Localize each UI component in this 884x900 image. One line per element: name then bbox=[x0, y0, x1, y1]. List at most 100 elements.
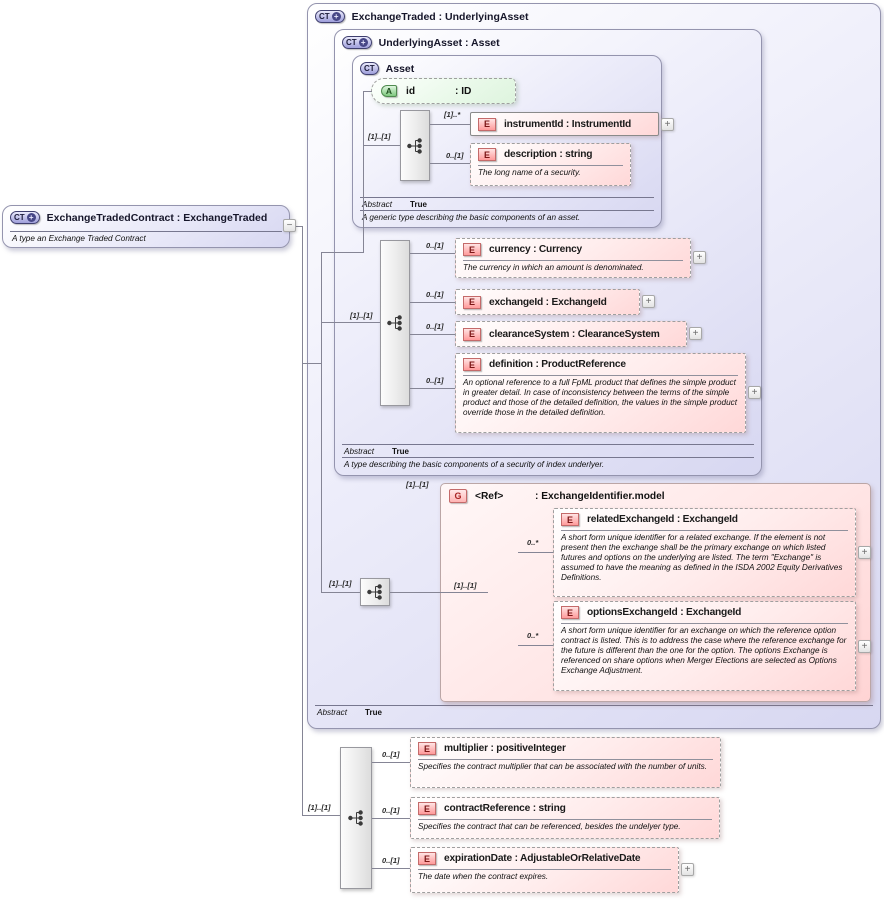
element-annotation: A short form unique identifier for a rel… bbox=[561, 533, 843, 582]
complex-type-box-exchange-traded-contract: CT+ ExchangeTradedContract : ExchangeTra… bbox=[2, 205, 290, 248]
connector-line bbox=[518, 552, 553, 553]
abstract-label: Abstract bbox=[317, 708, 348, 717]
sequence-icon bbox=[366, 584, 382, 600]
abstract-value: True bbox=[410, 200, 427, 209]
element-title: definition : ProductReference bbox=[489, 359, 626, 370]
connector-line bbox=[363, 145, 400, 146]
connector-line bbox=[302, 226, 303, 816]
element-title: contractReference : string bbox=[444, 803, 566, 814]
element-icon: E bbox=[418, 802, 436, 815]
derived-plus-icon: + bbox=[358, 38, 368, 47]
cardinality-label: 0..[1] bbox=[382, 856, 400, 865]
abstract-row: Abstract True bbox=[360, 197, 654, 210]
element-title: description : string bbox=[504, 149, 593, 160]
cardinality-label: [1]..[1] bbox=[368, 132, 391, 141]
cardinality-label: 0..[1] bbox=[382, 806, 400, 815]
complex-type-icon-label: CT bbox=[319, 12, 330, 21]
element-icon: E bbox=[418, 742, 436, 755]
expand-button[interactable]: + bbox=[858, 640, 871, 653]
element-title: multiplier : positiveInteger bbox=[444, 743, 566, 754]
cardinality-label: [1]..[1] bbox=[454, 581, 477, 590]
element-icon: E bbox=[478, 148, 496, 161]
element-icon: E bbox=[418, 852, 436, 865]
cardinality-label: 0..[1] bbox=[426, 322, 444, 331]
element-icon: E bbox=[561, 606, 579, 619]
divider bbox=[561, 530, 848, 531]
connector-line bbox=[410, 253, 455, 254]
cardinality-label: [1]..[1] bbox=[308, 803, 331, 812]
expand-button[interactable]: + bbox=[661, 118, 674, 131]
element-annotation: The long name of a security. bbox=[478, 168, 581, 177]
connector-line bbox=[363, 91, 372, 92]
group-type-label: : ExchangeIdentifier.model bbox=[535, 490, 665, 502]
connector-line bbox=[372, 818, 410, 819]
connector-line bbox=[372, 868, 410, 869]
element-title: instrumentId : InstrumentId bbox=[504, 118, 632, 130]
connector-line bbox=[430, 124, 470, 125]
attribute-type: : ID bbox=[455, 85, 472, 97]
element-title: clearanceSystem : ClearanceSystem bbox=[489, 328, 660, 340]
connector-line bbox=[321, 252, 363, 253]
cardinality-label: 0..[1] bbox=[446, 151, 464, 160]
cardinality-label: 0..* bbox=[527, 631, 539, 640]
expand-button[interactable]: + bbox=[642, 295, 655, 308]
sequence-indicator bbox=[380, 240, 410, 406]
connector-line bbox=[290, 226, 303, 227]
cardinality-label: [1]..[1] bbox=[350, 311, 373, 320]
connector-line bbox=[321, 252, 322, 593]
element-annotation: Specifies the contract multiplier that c… bbox=[418, 762, 707, 771]
box-annotation: A type describing the basic components o… bbox=[342, 457, 754, 469]
attribute-id: A id : ID bbox=[371, 78, 516, 104]
expand-button[interactable]: + bbox=[858, 546, 871, 559]
element-title: relatedExchangeId : ExchangeId bbox=[587, 514, 738, 525]
abstract-label: Abstract bbox=[344, 447, 375, 456]
divider bbox=[463, 260, 683, 261]
abstract-row: Abstract True bbox=[315, 705, 873, 718]
connector-line bbox=[430, 163, 470, 164]
connector-line bbox=[302, 363, 322, 364]
element-annotation: An optional reference to a full FpML pro… bbox=[463, 378, 738, 417]
cardinality-label: 0..[1] bbox=[382, 750, 400, 759]
cardinality-label: 0..[1] bbox=[426, 241, 444, 250]
sequence-indicator bbox=[340, 747, 372, 889]
divider bbox=[478, 165, 623, 166]
element-icon: E bbox=[463, 243, 481, 256]
connector-line bbox=[410, 334, 455, 335]
element-annotation: Specifies the contract that can be refer… bbox=[418, 822, 681, 831]
element-icon: E bbox=[463, 358, 481, 371]
element-title: optionsExchangeId : ExchangeId bbox=[587, 607, 742, 618]
expand-button[interactable]: + bbox=[748, 386, 761, 399]
sequence-icon bbox=[347, 810, 363, 826]
element-annotation: A short form unique identifier for an ex… bbox=[561, 626, 847, 675]
cardinality-label: 0..[1] bbox=[426, 290, 444, 299]
sequence-indicator bbox=[360, 578, 390, 606]
complex-type-icon-label: CT bbox=[346, 38, 357, 47]
box-annotation: A type an Exchange Traded Contract bbox=[10, 231, 282, 243]
connector-line bbox=[363, 91, 364, 253]
divider bbox=[463, 375, 738, 376]
element-title: currency : Currency bbox=[489, 244, 583, 255]
expand-button[interactable]: + bbox=[681, 863, 694, 876]
abstract-value: True bbox=[365, 708, 382, 717]
connector-line bbox=[410, 302, 455, 303]
attribute-icon: A bbox=[381, 85, 397, 97]
expand-button[interactable]: + bbox=[693, 251, 706, 264]
sequence-icon bbox=[386, 315, 402, 331]
collapse-button[interactable]: − bbox=[283, 219, 296, 232]
attribute-name: id bbox=[406, 85, 416, 97]
derived-plus-icon: + bbox=[331, 12, 341, 21]
connector-line bbox=[321, 322, 380, 323]
divider bbox=[418, 759, 713, 760]
expand-button[interactable]: + bbox=[689, 327, 702, 340]
box-annotation: A generic type describing the basic comp… bbox=[360, 210, 654, 222]
